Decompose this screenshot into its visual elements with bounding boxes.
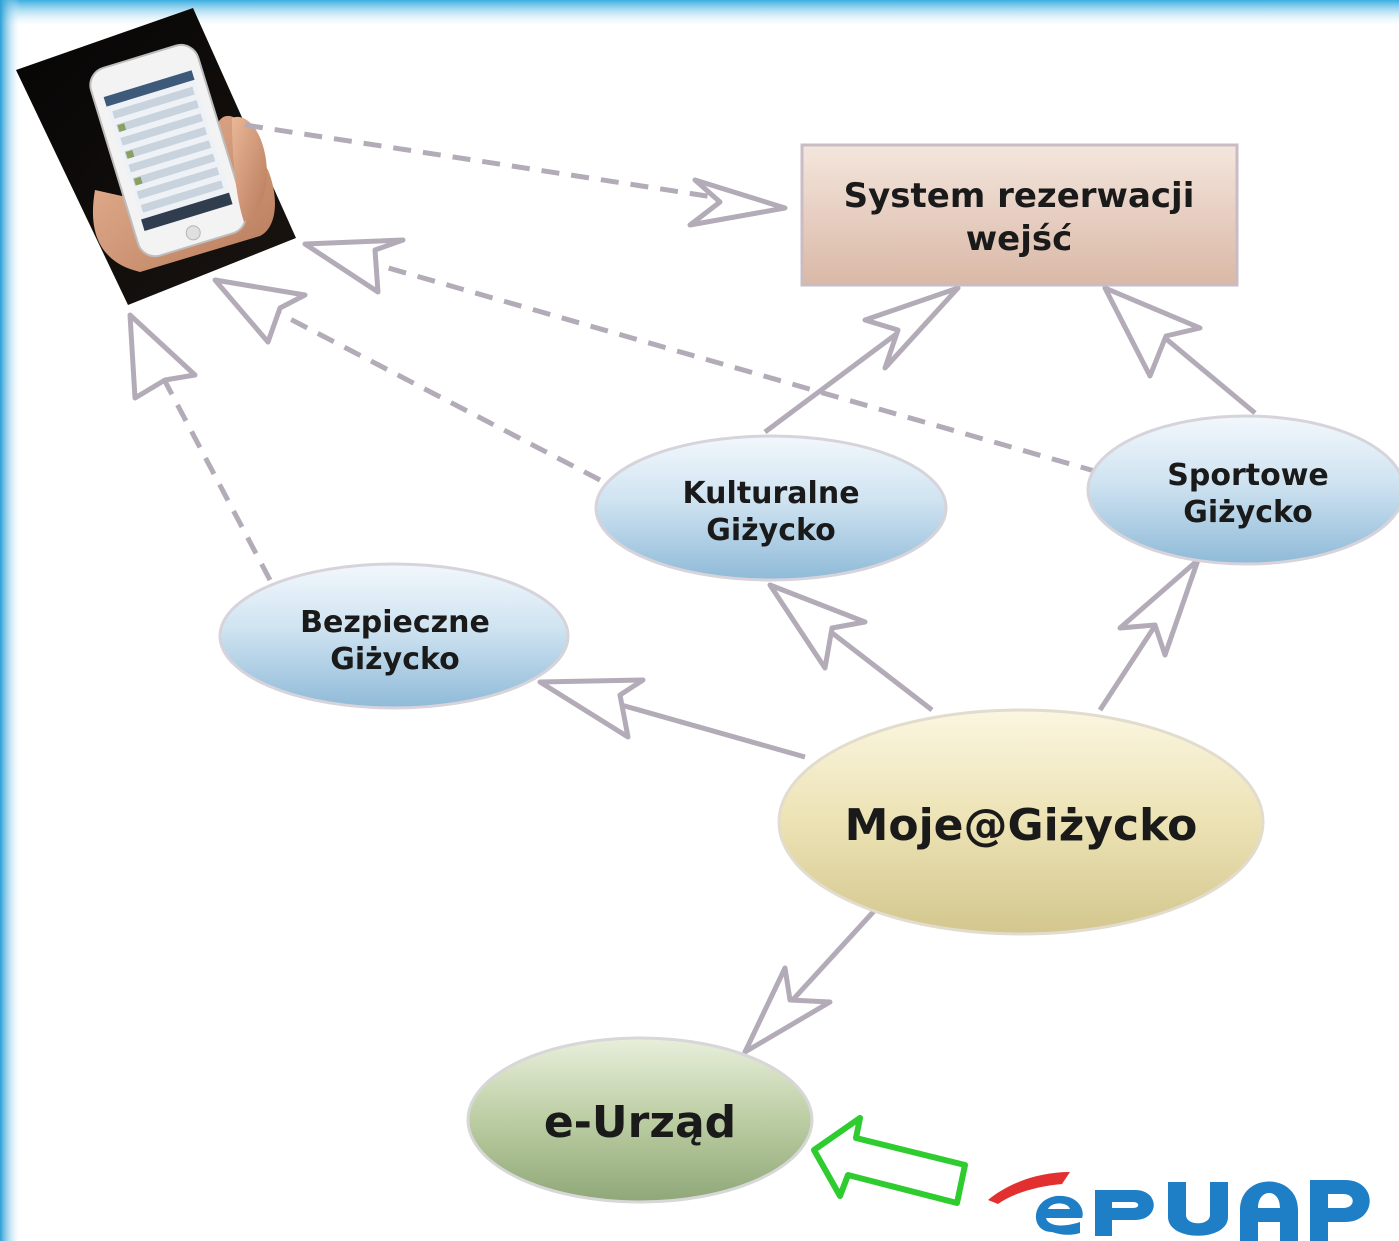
arrowhead-system-bottom-left bbox=[862, 285, 961, 371]
bezpieczne-node: Bezpieczne Giżycko bbox=[218, 562, 570, 710]
arrowhead-phone-bottom bbox=[127, 312, 198, 401]
arrowheads bbox=[127, 177, 1203, 1055]
left-frame-bar bbox=[0, 0, 20, 1241]
top-frame-bar bbox=[0, 0, 1399, 26]
sportowe-node: Sportowe Giżycko bbox=[1086, 414, 1399, 566]
system-line2: wejść bbox=[966, 219, 1073, 259]
kulturalne-line1: Kulturalne bbox=[682, 476, 859, 511]
connector-sportowe-to-phone bbox=[304, 241, 1099, 475]
e-urzad-label: e-Urząd bbox=[544, 1097, 736, 1148]
epuap-logo bbox=[988, 1172, 1370, 1241]
kulturalne-line2: Giżycko bbox=[706, 513, 835, 548]
arrowhead-sportowe bbox=[1117, 557, 1201, 658]
moje-gizycko-node: Moje@Giżycko bbox=[777, 708, 1265, 936]
kulturalne-node: Kulturalne Giżycko bbox=[594, 434, 948, 582]
arrowhead-eurzad bbox=[742, 965, 833, 1055]
sportowe-line1: Sportowe bbox=[1167, 458, 1329, 493]
green-arrow-icon bbox=[811, 1115, 968, 1206]
connector-phone-to-system bbox=[244, 122, 786, 211]
e-urzad-node: e-Urząd bbox=[466, 1036, 814, 1204]
phone-photo bbox=[16, 8, 296, 305]
solid-connectors bbox=[539, 285, 1257, 1054]
bezpieczne-line1: Bezpieczne bbox=[300, 605, 490, 640]
sportowe-line2: Giżycko bbox=[1183, 495, 1312, 530]
arrowhead-phone-middle bbox=[212, 277, 308, 345]
system-line1: System rezerwacji bbox=[844, 176, 1195, 216]
arrowhead-phone-right bbox=[302, 237, 406, 295]
arrowhead-bezpieczne bbox=[537, 677, 646, 740]
system-rezerwacji-box: System rezerwacji wejść bbox=[800, 143, 1239, 287]
arrowhead-system-bottom-right bbox=[1102, 285, 1203, 379]
bezpieczne-line2: Giżycko bbox=[330, 642, 459, 677]
arrowhead-kulturalne bbox=[767, 582, 868, 671]
moje-gizycko-label: Moje@Giżycko bbox=[845, 800, 1198, 851]
arrowhead-system-left bbox=[687, 177, 788, 228]
